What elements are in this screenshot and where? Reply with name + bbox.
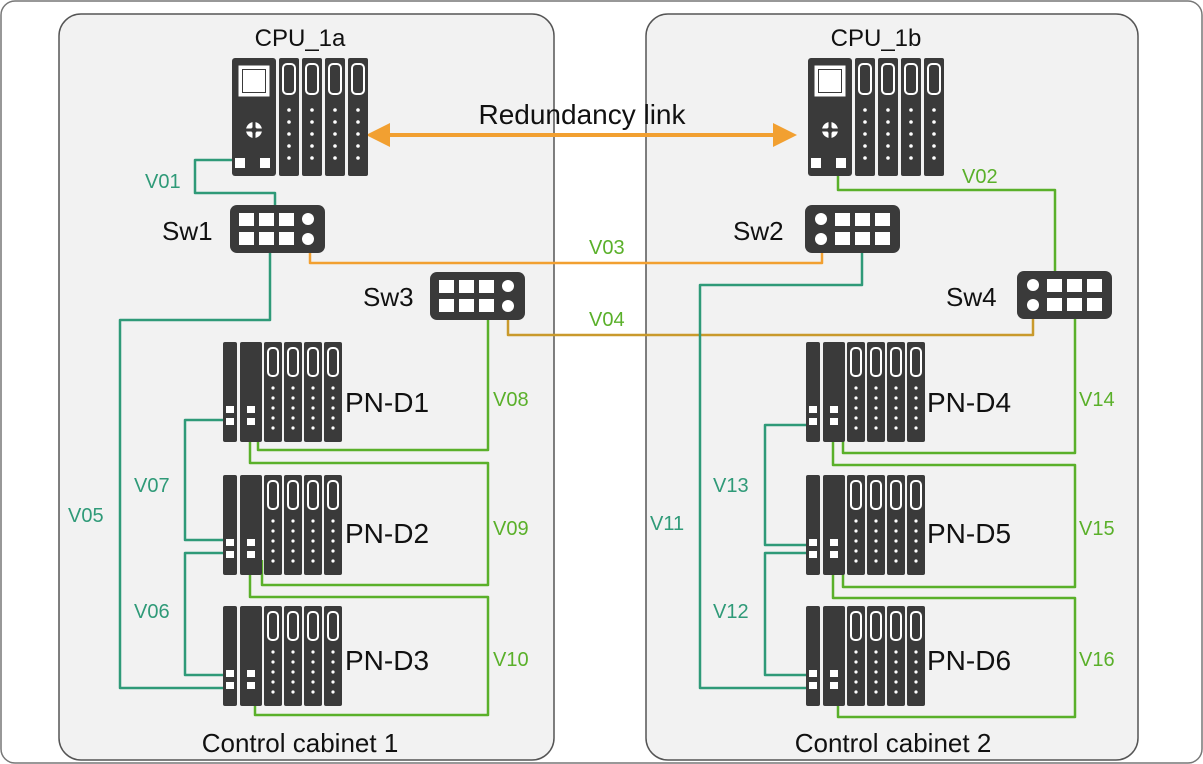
line-v16 <box>831 560 1077 719</box>
v07-label: V07 <box>134 475 170 497</box>
pn-d4-label: PN-D4 <box>927 387 1011 418</box>
sw4-symbol <box>1017 271 1112 319</box>
cpu-1b-label: CPU_1b <box>831 25 922 52</box>
v13-label: V13 <box>713 475 749 497</box>
sw4-label: Sw4 <box>946 282 997 312</box>
redundancy-link-label: Redundancy link <box>478 99 686 130</box>
sw2-symbol <box>805 205 900 253</box>
v06-label: V06 <box>134 601 170 623</box>
sw3-label: Sw3 <box>363 282 414 312</box>
v04-label: V04 <box>589 309 625 331</box>
pn-d1-label: PN-D1 <box>345 387 429 418</box>
line-v09 <box>248 425 490 587</box>
line-v06 <box>183 551 229 677</box>
line-v11 <box>698 250 864 690</box>
pn-d2-label: PN-D2 <box>345 518 429 549</box>
v02-label: V02 <box>962 166 998 188</box>
cabinet-1-label: Control cabinet 1 <box>202 728 399 758</box>
cpu-1a-label: CPU_1a <box>255 25 346 52</box>
line-v10 <box>248 560 490 717</box>
v15-label: V15 <box>1079 518 1115 540</box>
sw2-label: Sw2 <box>733 216 784 246</box>
line-v03 <box>308 248 824 265</box>
cabinet-2-label: Control cabinet 2 <box>795 728 992 758</box>
sw3-symbol <box>430 272 525 320</box>
v12-label: V12 <box>713 601 749 623</box>
line-v04 <box>506 316 1035 337</box>
v14-label: V14 <box>1079 389 1115 411</box>
sw1-label: Sw1 <box>162 216 213 246</box>
v01-label: V01 <box>145 171 181 193</box>
line-v05 <box>118 250 272 690</box>
line-v02 <box>836 165 1057 271</box>
v03-label: V03 <box>589 237 625 259</box>
v05-label: V05 <box>68 505 104 527</box>
v10-label: V10 <box>493 649 529 671</box>
v09-label: V09 <box>493 518 529 540</box>
sw1-symbol <box>230 205 325 253</box>
line-v12 <box>763 551 815 677</box>
pn-d3-label: PN-D3 <box>345 645 429 676</box>
v11-label: V11 <box>650 513 684 535</box>
line-v13 <box>763 423 815 547</box>
v16-label: V16 <box>1079 649 1115 671</box>
pn-d5-label: PN-D5 <box>927 518 1011 549</box>
line-v07 <box>183 418 229 542</box>
line-v15 <box>831 430 1077 589</box>
pn-d6-label: PN-D6 <box>927 645 1011 676</box>
v08-label: V08 <box>493 389 529 411</box>
